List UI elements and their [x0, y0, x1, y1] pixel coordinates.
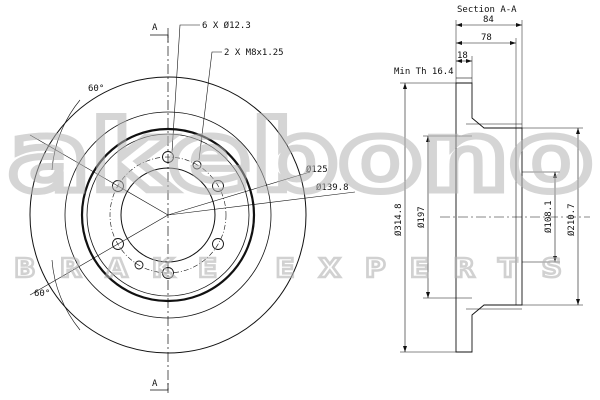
dim-18-label: 18 — [457, 51, 468, 61]
section-mark-top: A — [152, 23, 158, 33]
section-arrow-bottom — [150, 383, 169, 391]
dim-78-label: 78 — [481, 33, 492, 43]
bolt-hole — [212, 180, 224, 192]
angle-arc-top — [51, 99, 81, 171]
front-view — [29, 24, 356, 393]
thread-hole — [192, 160, 202, 170]
bolt-holes-label: 6 X Ø12.3 — [202, 20, 251, 31]
min-thickness-label: Min Th 16.4 — [394, 67, 454, 77]
section-title: Section A-A — [457, 5, 517, 15]
d139-label: Ø139.8 — [316, 182, 349, 193]
d108-label: Ø108.1 — [543, 200, 554, 233]
dim-84-label: 84 — [483, 15, 494, 25]
watermark-tagline: BRAKE EXPERTS — [14, 254, 586, 284]
angle-label-bottom: 60° — [34, 289, 50, 299]
angle-label-top: 60° — [88, 84, 104, 94]
bolt-hole — [212, 238, 224, 250]
d210-label: Ø210.7 — [566, 203, 577, 236]
leader-d139 — [167, 191, 356, 216]
d125-label: Ø125 — [306, 164, 328, 175]
leader-d125 — [167, 171, 311, 216]
angle-line-bottom — [29, 214, 169, 296]
leader-thread-holes — [198, 51, 222, 161]
bolt-hole — [112, 238, 124, 250]
section-mark-bottom: A — [152, 379, 158, 389]
hat-inner-circle — [86, 133, 250, 297]
angle-line-top — [29, 134, 169, 216]
d314-label: Ø314.8 — [393, 203, 404, 236]
thread-hole — [134, 260, 144, 270]
dimension-arrowheads — [403, 23, 580, 352]
leader-bolt-holes — [171, 24, 200, 153]
thread-holes-label: 2 X M8x1.25 — [224, 48, 284, 58]
bolt-hole — [112, 180, 124, 192]
section-arrow-top — [150, 34, 169, 42]
d197-label: Ø197 — [416, 206, 427, 228]
angle-arc-bottom — [51, 259, 81, 331]
watermark-brand: akebono — [8, 101, 593, 213]
